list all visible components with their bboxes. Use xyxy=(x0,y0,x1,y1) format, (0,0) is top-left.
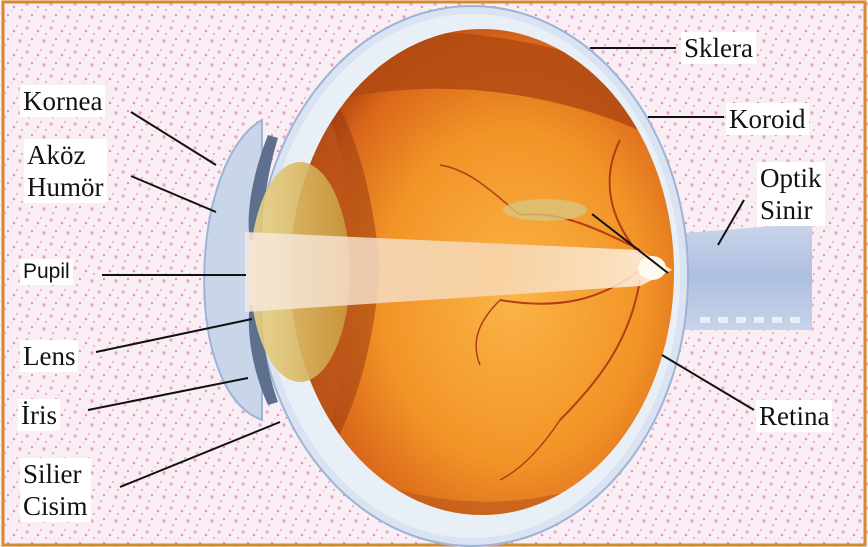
label-iris: İris xyxy=(18,399,60,431)
label-akoz-humor-line2: Humör xyxy=(27,171,104,203)
label-lens: Lens xyxy=(20,340,78,372)
label-retina: Retina xyxy=(756,400,832,432)
label-optik-sinir: Optik Sinir xyxy=(757,162,825,226)
label-koroid: Koroid xyxy=(726,103,809,135)
label-optik-sinir-line2: Sinir xyxy=(760,194,822,226)
label-kornea: Kornea xyxy=(20,85,105,117)
label-silier-cisim-line1: Silier xyxy=(23,458,88,490)
label-pupil: Pupil xyxy=(20,259,73,285)
label-akoz-humor: Aköz Humör xyxy=(24,139,107,203)
label-silier-cisim-line2: Cisim xyxy=(23,490,88,522)
label-silier-cisim: Silier Cisim xyxy=(20,458,91,522)
label-akoz-humor-line1: Aköz xyxy=(27,139,104,171)
label-sklera: Sklera xyxy=(681,32,756,64)
label-optik-sinir-line1: Optik xyxy=(760,162,822,194)
